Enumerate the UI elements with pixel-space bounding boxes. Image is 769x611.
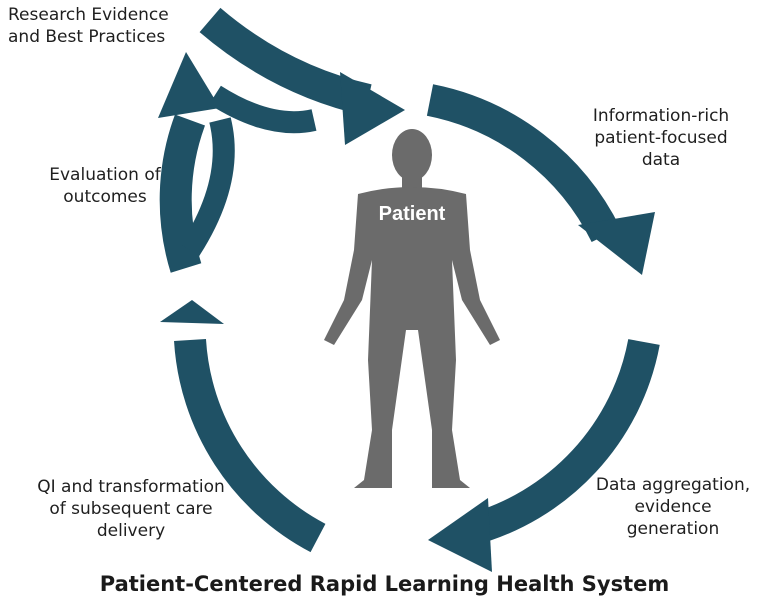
node-information-line-1: Information-rich [592,106,730,126]
node-qi-line-3: delivery [96,521,166,541]
patient-label: Patient [378,203,446,225]
arrow-aggregation-to-qi [465,338,660,546]
node-evaluation-line-2: outcomes [63,187,147,207]
arrowhead-bottom [428,498,492,572]
patient-figure [324,129,500,488]
node-qi-line-1: QI and transformation [37,477,225,497]
arrow-qi-to-evaluation [174,338,326,553]
node-information: Information-rich patient-focused data [566,105,756,171]
node-aggregation-line-1: Data aggregation, [595,475,751,495]
node-qi-line-2: of subsequent care [49,499,213,519]
node-research-line-1: Research Evidence [8,5,169,25]
diagram-title: Patient-Centered Rapid Learning Health S… [99,572,670,596]
node-evaluation: Evaluation of outcomes [30,164,180,208]
arrowhead-upper-left [158,52,220,118]
node-evaluation-line-1: Evaluation of [49,165,161,185]
arrow-triangle-edge-2 [180,117,235,256]
node-research-line-2: and Best Practices [8,27,166,47]
node-information-line-3: data [641,150,681,170]
node-qi: QI and transformation of subsequent care… [6,476,256,542]
arrowhead-right [578,212,655,275]
node-information-line-2: patient-focused [594,128,728,148]
arrow-evaluation-up [159,114,206,273]
arrowhead-left [160,300,224,324]
node-aggregation-line-2: evidence [634,497,712,517]
arrowhead-top [340,72,405,145]
node-aggregation: Data aggregation, evidence generation [578,474,768,540]
node-aggregation-line-3: generation [626,519,720,539]
arrow-triangle-edge [209,85,317,134]
arrow-information-to-aggregation [426,84,621,243]
node-research: Research Evidence and Best Practices [8,4,169,48]
